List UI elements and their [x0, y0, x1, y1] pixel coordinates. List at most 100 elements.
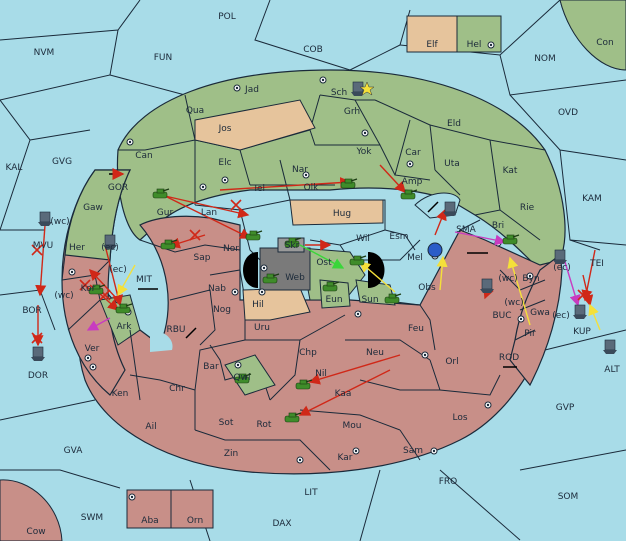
land-label-rot: Rot — [257, 420, 272, 430]
sea-label-con: Con — [596, 38, 614, 48]
land-label-mel: Mel — [407, 253, 423, 263]
land-label-wil: Wil — [356, 234, 370, 244]
land-label-hug: Hug — [333, 209, 351, 219]
land-label-web: Web — [285, 273, 305, 283]
land-label-ver: Ver — [85, 344, 100, 354]
land-label-obs: Obs — [418, 283, 436, 293]
sea-label-gor: GOR — [108, 183, 128, 193]
land-label-bri: Bri — [492, 221, 504, 231]
land-label-elc: Elc — [218, 158, 231, 168]
sea-label-kup: KUP — [573, 327, 591, 337]
sea-label-nom: NOM — [534, 54, 556, 64]
sea-label-bor: BOR — [22, 306, 41, 316]
star-icon — [359, 81, 375, 96]
sea-label-alt: ALT — [604, 365, 620, 375]
sea-label-nvm: NVM — [34, 48, 55, 58]
land-label-sch: Sch — [331, 88, 347, 98]
land-label-elf: Elf — [426, 40, 438, 50]
province-web[interactable] — [259, 247, 311, 291]
sea-label-rbu: RBU — [166, 325, 185, 335]
land-label-rie: Rie — [520, 203, 535, 213]
land-label-byn: Byn — [522, 274, 539, 284]
sea-label-dax: DAX — [272, 519, 291, 529]
land-label-sma: SMA — [456, 225, 476, 235]
land-label-jos: Jos — [218, 124, 232, 134]
sea-label-swm: SWM — [81, 513, 103, 523]
land-label-gur: Gur — [157, 208, 174, 218]
land-label-sam: Sam — [403, 446, 423, 456]
land-label-group: Elf Hel Jad Sch Qua Grh Jos Eld Can Yok … — [69, 40, 550, 526]
land-label-zin: Zin — [224, 449, 238, 459]
coast-label-ec: (ec) — [552, 311, 570, 321]
coast-label-wc: (wc) — [498, 274, 517, 284]
sea-label-rod: ROD — [499, 353, 519, 363]
land-label-ark: Ark — [116, 322, 132, 332]
land-label-neu: Neu — [366, 348, 384, 358]
capsule-left — [243, 252, 258, 288]
sea-label-pol: POL — [218, 12, 236, 22]
rbu-channel — [150, 330, 173, 352]
sea-label-mvu: MVU — [33, 241, 54, 251]
land-label-sap: Sap — [194, 253, 211, 263]
land-label-chr: Chr — [169, 384, 185, 394]
land-label-kar: Kar — [338, 453, 353, 463]
sea-label-tei: TEI — [589, 259, 604, 269]
land-label-kor: Kor — [81, 284, 96, 294]
land-label-amp: Amp — [402, 177, 423, 187]
land-label-lan: Lan — [201, 208, 217, 218]
sea-label-group: POL NVM FUN COB NOM Con OVD KAL GVG GOR … — [6, 12, 621, 537]
land-label-grh: Grh — [344, 107, 360, 117]
sea-label-som: SOM — [558, 492, 579, 502]
coast-label-wc: (wc) — [54, 291, 73, 301]
sea-label-cow: Cow — [26, 527, 45, 537]
province-hug[interactable] — [289, 199, 384, 226]
land-label-eld: Eld — [447, 119, 461, 129]
sea-label-mit: MIT — [136, 275, 152, 285]
coast-label-ec: (ec) — [109, 265, 127, 275]
province-elf[interactable] — [406, 15, 458, 53]
land-label-mou: Mou — [343, 421, 362, 431]
land-label-orl: Orl — [445, 357, 458, 367]
sea-label-gvg: GVG — [52, 157, 72, 167]
land-label-skr: Skr — [285, 241, 300, 251]
land-label-nor: Nor — [223, 244, 239, 254]
sea-label-buc: BUC — [492, 311, 511, 321]
coast-label-wc: (wc) — [50, 217, 69, 227]
east-arm — [509, 253, 563, 387]
land-label-eun: Eun — [325, 295, 342, 305]
land-label-los: Los — [452, 413, 467, 423]
sea-label-gva: GVA — [64, 446, 84, 456]
failed-order-marks — [31, 199, 589, 344]
land-label-her: Her — [69, 243, 85, 253]
land-label-car: Car — [405, 148, 421, 158]
globe-icon — [427, 242, 443, 258]
land-label-nog: Nog — [213, 305, 231, 315]
coast-label-ec: (ec) — [101, 243, 119, 253]
land-label-aba: Aba — [141, 516, 158, 526]
sea-label-gvp: GVP — [556, 403, 575, 413]
land-label-orn: Orn — [187, 516, 203, 526]
land-label-sun: Sun — [361, 295, 378, 305]
land-label-qua: Qua — [186, 106, 204, 116]
land-label-esm: Esm — [389, 232, 408, 242]
land-label-hil: Hil — [252, 300, 264, 310]
land-label-gaw: Gaw — [83, 203, 103, 213]
sea-label-dor: DOR — [28, 371, 48, 381]
land-label-nar: Nar — [292, 165, 308, 175]
province-orn[interactable] — [170, 489, 214, 529]
sea-label-cob: COB — [303, 45, 323, 55]
passage-arrows — [109, 168, 517, 368]
supply-centers — [68, 41, 534, 501]
land-label-ken: Ken — [112, 389, 129, 399]
sea-label-fun: FUN — [154, 53, 173, 63]
land-label-olk: Olk — [304, 183, 320, 193]
province-jos[interactable] — [194, 99, 316, 151]
sea-label-ovd: OVD — [558, 108, 578, 118]
land-label-can: Can — [135, 151, 153, 161]
land-label-jad: Jad — [244, 85, 259, 95]
land-label-kat: Kat — [503, 166, 518, 176]
land-label-uru: Uru — [254, 323, 270, 333]
land-label-nab: Nab — [208, 284, 226, 294]
